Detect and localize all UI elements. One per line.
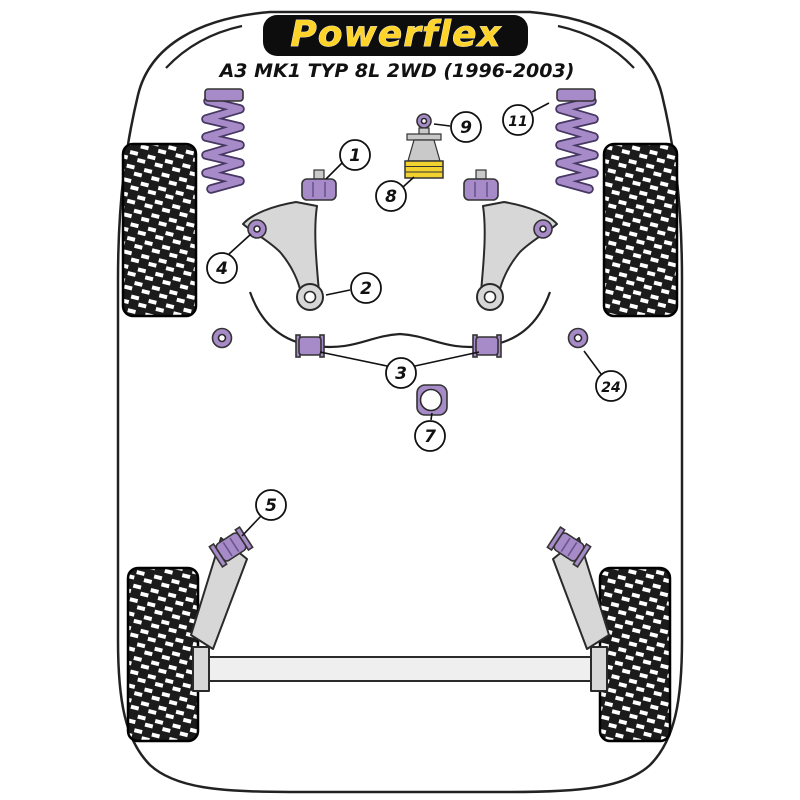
engine-mount bbox=[404, 113, 444, 179]
callout-number-4: 4 bbox=[215, 259, 228, 279]
windshield-left-line bbox=[165, 24, 243, 69]
callout-number-24: 24 bbox=[601, 380, 620, 396]
leader-line-7 bbox=[430, 412, 433, 421]
leader-line-4 bbox=[228, 233, 252, 255]
leader-line-2 bbox=[325, 289, 351, 296]
anti-roll-bar bbox=[248, 291, 552, 349]
powerflex-logo-text: Powerflex bbox=[290, 14, 502, 55]
callout-number-11: 11 bbox=[508, 114, 527, 130]
leader-line-1 bbox=[325, 162, 343, 180]
leader-line-8 bbox=[402, 176, 415, 188]
callout-number-7: 7 bbox=[424, 427, 436, 447]
bushing-body bbox=[298, 336, 322, 356]
callout-4: 4 bbox=[206, 252, 238, 284]
windshield-right-line bbox=[557, 24, 635, 69]
car-body-outline bbox=[116, 10, 684, 794]
arb-bushing-right bbox=[472, 334, 502, 358]
callout-3: 3 bbox=[385, 357, 417, 389]
callout-number-2: 2 bbox=[360, 279, 372, 299]
callout-number-9: 9 bbox=[460, 118, 472, 138]
mount-insert-yellow bbox=[404, 160, 444, 179]
callout-circle-2 bbox=[350, 272, 382, 304]
powerflex-logo-box bbox=[263, 15, 528, 56]
callout-circle-11 bbox=[502, 104, 534, 136]
callout-number-3: 3 bbox=[395, 364, 407, 384]
arb-bushing-left bbox=[295, 334, 325, 358]
callout-9: 9 bbox=[450, 111, 482, 143]
callout-layer: 1 9 11 8 4 2 3 24 7 5 bbox=[206, 102, 627, 537]
leader-line-11 bbox=[531, 102, 550, 113]
callout-circle-1 bbox=[339, 139, 371, 171]
wheel-rear-left bbox=[126, 566, 200, 743]
callout-circle-7 bbox=[414, 420, 446, 452]
mount-flange bbox=[406, 133, 442, 141]
axle-end-plate-left bbox=[192, 646, 210, 692]
leader-line-3 bbox=[319, 351, 388, 367]
wheel-front-right bbox=[602, 142, 679, 318]
leader-line-24 bbox=[583, 350, 602, 375]
bushing-body bbox=[475, 336, 499, 356]
callout-number-8: 8 bbox=[385, 187, 397, 207]
callout-8: 8 bbox=[375, 180, 407, 212]
callout-circle-24 bbox=[595, 370, 627, 402]
callout-number-1: 1 bbox=[349, 146, 361, 166]
callout-circle-9 bbox=[450, 111, 482, 143]
wheel-rear-right bbox=[598, 566, 672, 743]
callout-circle-3 bbox=[385, 357, 417, 389]
callout-5: 5 bbox=[255, 489, 287, 521]
callout-circle-4 bbox=[206, 252, 238, 284]
callout-circle-8 bbox=[375, 180, 407, 212]
leader-line-3 bbox=[414, 351, 480, 367]
wheel-front-left bbox=[121, 142, 198, 318]
callout-1: 1 bbox=[339, 139, 371, 171]
axle-end-plate-right bbox=[590, 646, 608, 692]
callout-circle-5 bbox=[255, 489, 287, 521]
callout-number-5: 5 bbox=[265, 496, 277, 516]
leader-line-5 bbox=[241, 515, 262, 537]
mount-cone bbox=[407, 139, 441, 162]
leader-line-9 bbox=[433, 123, 451, 127]
bushing-hole bbox=[420, 117, 428, 125]
callout-24: 24 bbox=[595, 370, 627, 402]
model-subtitle: A3 MK1 TYP 8L 2WD (1996-2003) bbox=[218, 60, 575, 82]
rear-axle-beam bbox=[195, 656, 605, 682]
bracket-bushing bbox=[416, 384, 448, 416]
callout-11: 11 bbox=[502, 104, 534, 136]
callout-7: 7 bbox=[414, 420, 446, 452]
callout-2: 2 bbox=[350, 272, 382, 304]
bushing-hole bbox=[419, 388, 443, 412]
